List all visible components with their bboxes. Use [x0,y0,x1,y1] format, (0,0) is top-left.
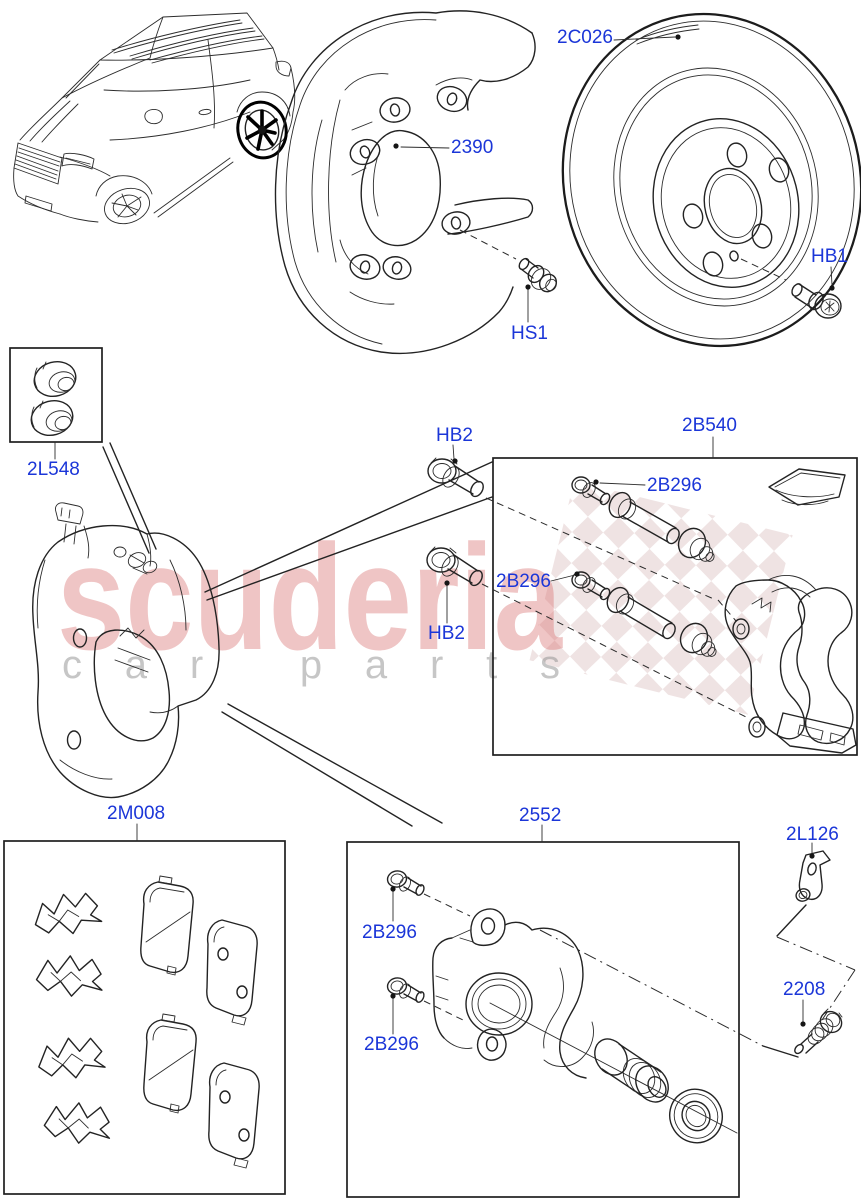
brake-disc-drawing [561,12,861,348]
dust-shield-part-label[interactable]: 2390 [451,137,494,158]
guide-pin-part-label-top[interactable]: 2B296 [647,475,702,496]
shield-screw-drawing [459,229,558,323]
vehicle-illustration [13,12,296,225]
label-leaders [390,34,835,1027]
watermark-checker-pattern [529,480,793,715]
bleed-cap-kit-box [9,347,157,554]
bracket-drawing [776,842,856,1021]
carrier-kit-part-label[interactable]: 2B540 [682,415,737,436]
pad-kit-part-label[interactable]: 2M008 [107,803,166,824]
bleed-screw-drawing [794,999,843,1055]
caliper-housing-box [346,824,799,1198]
caliper-assembly-drawing [32,461,493,827]
dust-shield-drawing [274,10,536,354]
watermark: scuderia car parts [57,480,793,715]
watermark-subline-text: car parts [62,643,560,687]
guide-pin-part-label-bottom[interactable]: 2B296 [496,571,551,592]
caliper-bolt-part-label-top[interactable]: 2B296 [362,922,417,943]
watermark-brand-text: scuderia [57,513,563,681]
disc-part-label[interactable]: 2C026 [557,27,613,48]
carrier-kit-box [426,436,858,756]
guide-pin-bolt-part-label-top[interactable]: HB2 [436,425,473,446]
caliper-housing-part-label[interactable]: 2552 [519,805,562,826]
pad-kit-box [3,823,286,1195]
caliper-bolt-part-label-bottom[interactable]: 2B296 [364,1034,419,1055]
disc-bolt-drawing [791,283,842,319]
guide-pin-bolt-part-label-bottom[interactable]: HB2 [428,623,465,644]
bracket-part-label[interactable]: 2L126 [786,824,839,845]
rear-wheel-highlight [236,100,288,160]
shield-screw-part-label[interactable]: HS1 [511,323,548,344]
bleed-cap-kit-part-label[interactable]: 2L548 [27,459,80,480]
bleed-screw-part-label[interactable]: 2208 [783,979,826,1000]
disc-bolt-part-label[interactable]: HB1 [811,246,848,267]
